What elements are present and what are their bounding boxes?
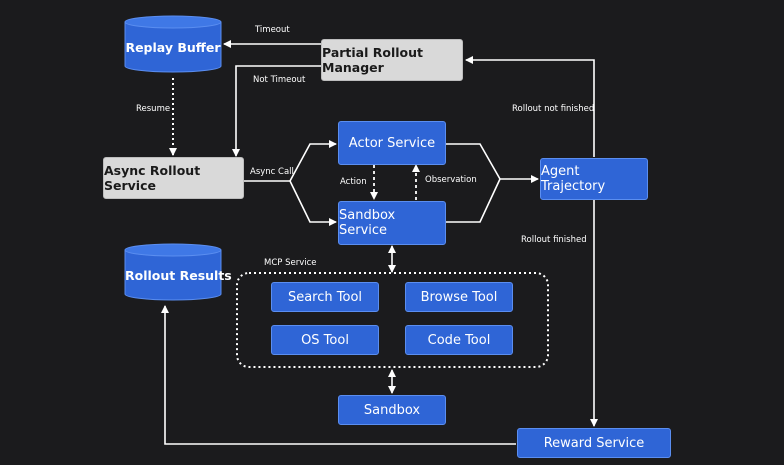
mcp-service-container	[236, 272, 549, 368]
edge-rollout-not-finished	[465, 56, 595, 157]
action-label: Action	[340, 177, 367, 187]
replay-buffer-label: Replay Buffer	[125, 40, 221, 55]
agent-trajectory-node[interactable]: Agent Trajectory	[540, 158, 648, 200]
partial-rollout-manager-node[interactable]: Partial Rollout Manager	[321, 39, 463, 81]
edge-fork-actor	[289, 140, 337, 182]
rollout-finished-label: Rollout finished	[521, 235, 587, 245]
replay-buffer-cylinder	[124, 15, 222, 73]
mcp-service-label: MCP Service	[264, 258, 317, 268]
browse-tool-node[interactable]: Browse Tool	[405, 282, 513, 312]
os-tool-node[interactable]: OS Tool	[271, 325, 379, 355]
async-call-label: Async Call	[250, 167, 294, 177]
resume-label: Resume	[136, 104, 171, 114]
edge-reward-to-results	[161, 305, 516, 445]
sandbox-service-node[interactable]: Sandbox Service	[338, 201, 446, 245]
timeout-label: Timeout	[255, 25, 290, 35]
rollout-results-cylinder	[124, 243, 222, 301]
edge-join-actor	[446, 143, 501, 180]
rollout-results-label: Rollout Results	[125, 268, 232, 283]
search-tool-node[interactable]: Search Tool	[271, 282, 379, 312]
edge-not-timeout	[232, 65, 321, 157]
code-tool-node[interactable]: Code Tool	[405, 325, 513, 355]
edge-join-sandbox	[446, 178, 501, 223]
rollout-not-finished-label: Rollout not finished	[512, 104, 595, 114]
async-rollout-service-node[interactable]: Async Rollout Service	[103, 157, 244, 199]
observation-label: Observation	[425, 175, 477, 185]
edge-fork-sandbox	[289, 180, 337, 226]
not-timeout-label: Not Timeout	[253, 75, 306, 85]
actor-service-node[interactable]: Actor Service	[338, 121, 446, 165]
sandbox-node[interactable]: Sandbox	[338, 395, 446, 425]
reward-service-node[interactable]: Reward Service	[517, 428, 671, 458]
